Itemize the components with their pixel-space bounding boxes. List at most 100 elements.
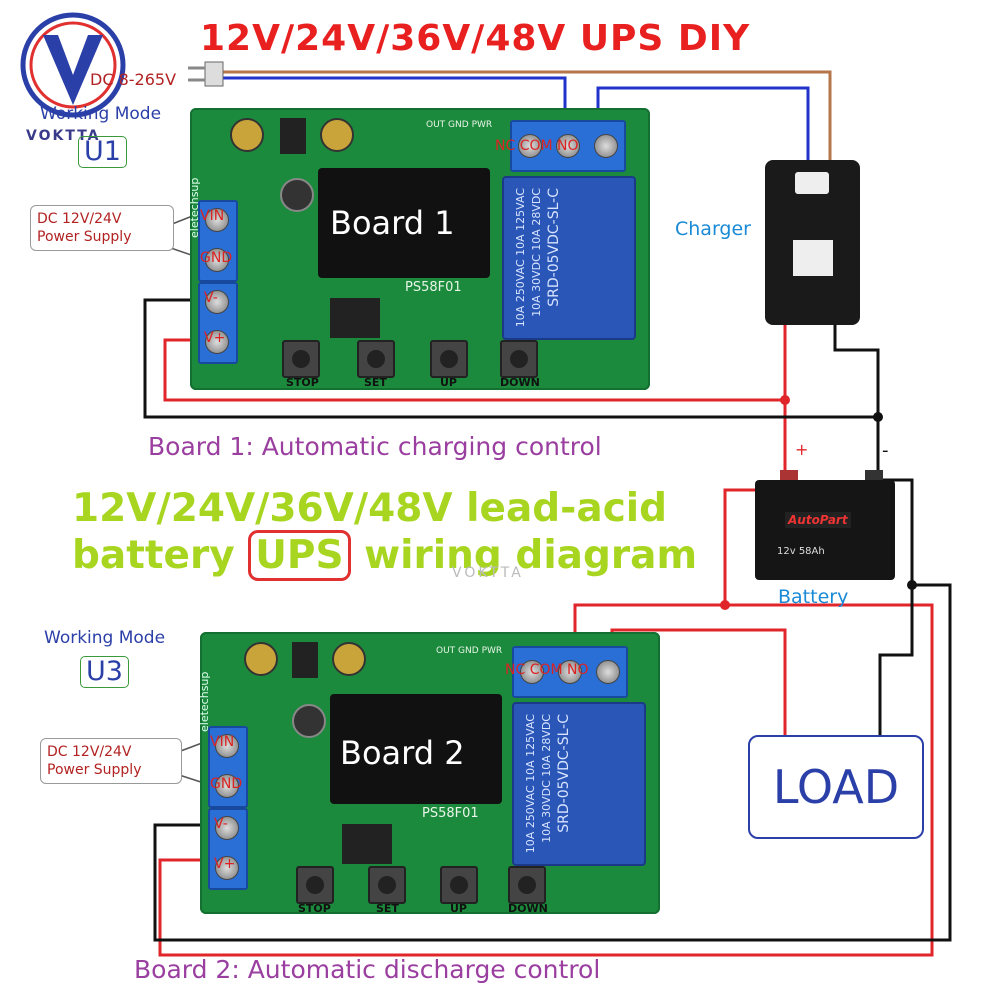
- board2-terminal-vplus: V+: [214, 856, 236, 872]
- board1-relay-text-1: 10A 250VAC 10A 125VAC: [514, 188, 527, 328]
- battery-terminal-minus: [865, 470, 883, 482]
- charger: [765, 160, 860, 325]
- board1-mode-badge: U1: [78, 136, 127, 168]
- board1-indicator-pwr: PWR: [471, 120, 493, 130]
- junction-dot: [720, 600, 730, 610]
- board2: eletechsup VIN GND V- V+ Board 2 PS58F01…: [198, 632, 660, 915]
- load-box: LOAD: [748, 735, 924, 839]
- board2-indicator-out: OUT: [436, 646, 456, 656]
- board1-terminal-gnd: GND: [200, 250, 233, 266]
- board2-supply-line2: Power Supply: [47, 762, 142, 778]
- board2-relay-text-1: 10A 250VAC 10A 125VAC: [524, 714, 537, 854]
- board2-relay-text-2: 10A 30VDC 10A 28VDC: [540, 714, 553, 843]
- board2-stop-button[interactable]: [296, 866, 334, 904]
- board1-terminal-vminus: V-: [204, 290, 218, 306]
- board1-relay-text-3: SRD-05VDC-SL-C: [546, 188, 562, 307]
- board1-down-label: DOWN: [500, 376, 540, 389]
- board2-set-button[interactable]: [368, 866, 406, 904]
- watermark-text: VOKTTA: [452, 565, 524, 581]
- board2-relay-text-3: SRD-05VDC-SL-C: [556, 714, 572, 833]
- board1-supply-line2: Power Supply: [37, 229, 132, 245]
- board2-supply-line1: DC 12V/24V: [47, 744, 132, 760]
- board1-relay-contacts: NC COM NO: [495, 138, 579, 154]
- board2-indicator-pwr: PWR: [481, 646, 503, 656]
- board2-display-label: Board 2: [340, 734, 465, 772]
- board1-terminal-vin: VIN: [200, 208, 225, 224]
- load-label: LOAD: [772, 760, 900, 814]
- board2-down-button[interactable]: [508, 866, 546, 904]
- charger-label: Charger: [675, 218, 751, 240]
- junction-dot: [907, 580, 917, 590]
- battery-brand-label: AutoPart: [785, 512, 851, 528]
- board1-capacitor: [320, 118, 354, 152]
- board1-set-button[interactable]: [357, 340, 395, 378]
- ac-plug-icon: [188, 61, 224, 87]
- board2-relay-contacts: NC COM NO: [505, 662, 589, 678]
- battery-label: Battery: [778, 586, 849, 608]
- battery-plus-label: +: [795, 440, 809, 459]
- junction-dot: [780, 395, 790, 405]
- board2-capacitor: [332, 642, 366, 676]
- voktta-v-icon: [20, 12, 126, 118]
- board1-display: Board 1: [318, 168, 490, 278]
- board1-display-label: Board 1: [330, 204, 455, 242]
- board1-down-button[interactable]: [500, 340, 538, 378]
- battery-black-to-board2: [153, 583, 952, 942]
- battery-red-to-board2: [158, 488, 934, 957]
- board2-indicator-gnd: GND: [458, 646, 479, 656]
- headline-line1: 12V/24V/36V/48V lead-acid: [72, 486, 668, 531]
- board1-indicator-out: OUT: [426, 120, 446, 130]
- charger-black-output: [833, 325, 880, 480]
- battery-body: AutoPart 12v 58Ah: [755, 480, 895, 580]
- board1-red-sense: [163, 338, 785, 402]
- board2-mode-badge: U3: [80, 656, 129, 688]
- board2-display: Board 2: [330, 694, 502, 804]
- board1-relay-text-2: 10A 30VDC 10A 28VDC: [530, 188, 543, 317]
- board1-set-label: SET: [364, 376, 387, 389]
- board1-indicator-gnd: GND: [448, 120, 469, 130]
- board2-indicators: OUT GND PWR: [436, 646, 502, 656]
- page-title: 12V/24V/36V/48V UPS DIY: [200, 18, 751, 59]
- board2-inductor: [292, 704, 326, 738]
- headline-line2-pre: battery: [72, 533, 235, 578]
- junction-dot: [873, 412, 883, 422]
- board2-up-button[interactable]: [440, 866, 478, 904]
- board2-down-label: DOWN: [508, 902, 548, 915]
- ac-input-label: DC 8-265V: [90, 70, 177, 89]
- board1-power-terminal: [198, 200, 238, 282]
- board2-sense-terminal: [208, 808, 248, 890]
- board1-up-button[interactable]: [430, 340, 468, 378]
- ac-cord-brown: [215, 70, 832, 160]
- charger-socket-icon: [795, 172, 829, 194]
- battery-spec-label: 12v 58Ah: [777, 546, 825, 557]
- board1-ic: [330, 298, 380, 338]
- board1-relay-terminal: [510, 120, 626, 172]
- board1-capacitor: [230, 118, 264, 152]
- board2-model: PS58F01: [422, 806, 479, 821]
- board1-supply-line1: DC 12V/24V: [37, 211, 122, 227]
- board2-set-label: SET: [376, 902, 399, 915]
- battery-terminal-plus: [780, 470, 798, 482]
- board2-terminal-gnd: GND: [210, 776, 243, 792]
- board2-terminal-vminus: V-: [214, 816, 228, 832]
- board1-indicators: OUT GND PWR: [426, 120, 492, 130]
- battery-black-to-load: [878, 478, 914, 735]
- board1-model: PS58F01: [405, 280, 462, 295]
- board2-caption: Board 2: Automatic discharge control: [134, 955, 601, 984]
- headline-line2-post: wiring diagram: [364, 533, 698, 578]
- board1-stop-button[interactable]: [282, 340, 320, 378]
- board2-up-label: UP: [450, 902, 467, 915]
- board2-brand: eletechsup: [198, 671, 211, 732]
- board1-stop-label: STOP: [286, 376, 319, 389]
- board1-sense-terminal: [198, 282, 238, 364]
- headline-line2: battery UPS wiring diagram: [72, 530, 698, 581]
- board2-power-terminal: [208, 726, 248, 808]
- board2-working-mode-label: Working Mode: [44, 628, 166, 648]
- board1-caption: Board 1: Automatic charging control: [148, 432, 602, 461]
- board2-ic: [342, 824, 392, 864]
- board2-capacitor: [244, 642, 278, 676]
- board1-black-sense: [143, 298, 878, 419]
- battery-minus-label: -: [882, 440, 889, 461]
- board1-inductor: [280, 178, 314, 212]
